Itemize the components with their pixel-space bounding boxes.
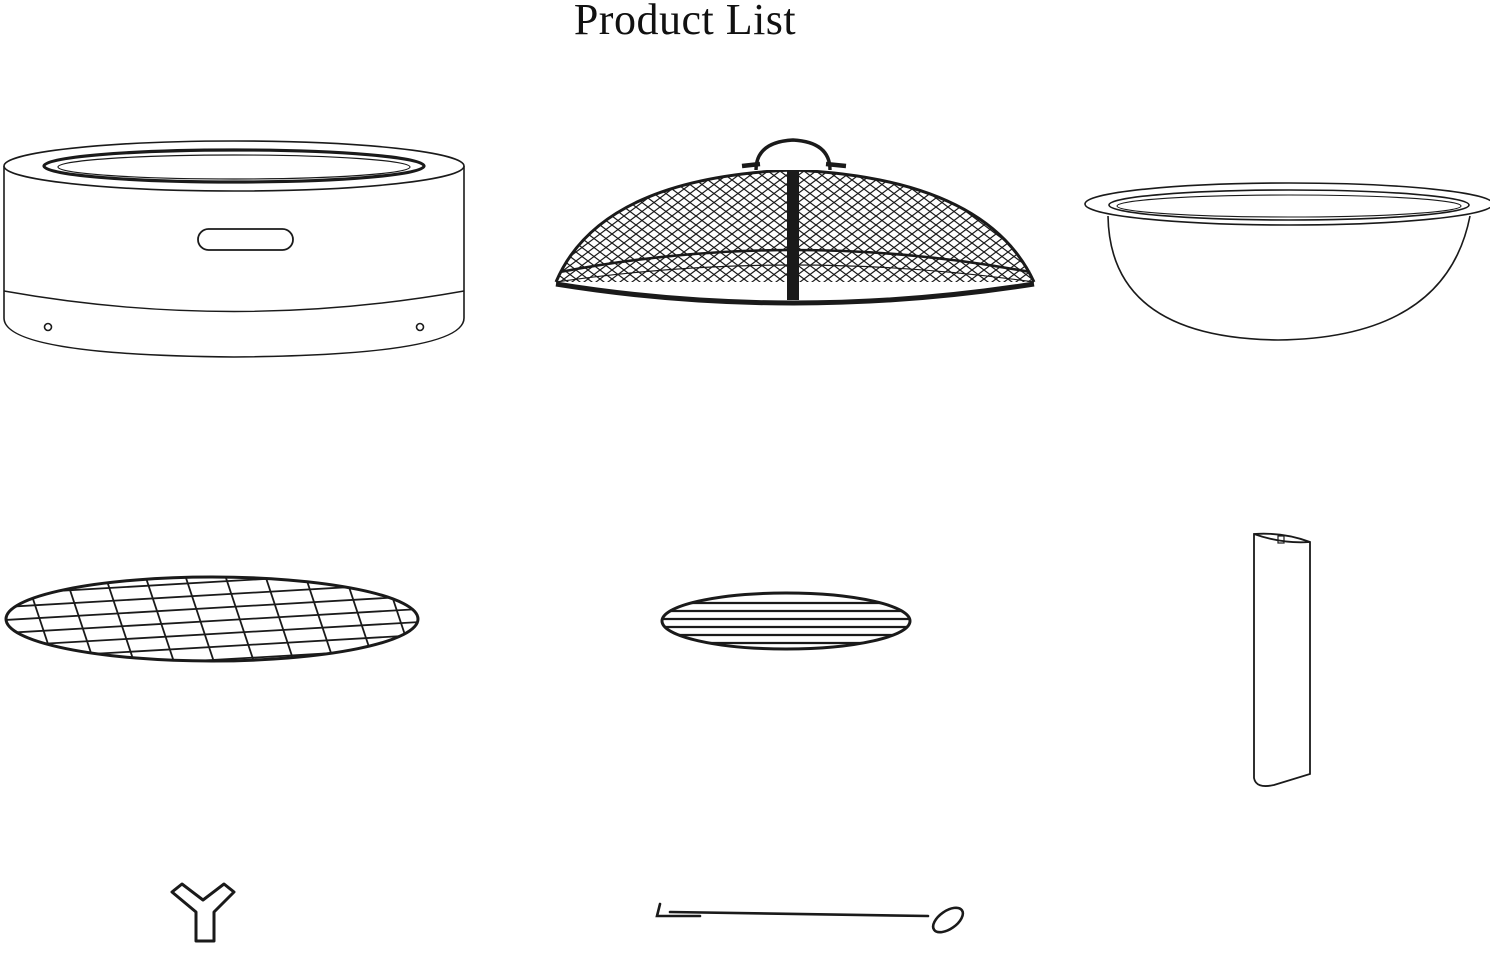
small-log-grate	[660, 591, 912, 651]
mesh-spark-screen	[554, 138, 1036, 306]
wing-nut	[170, 882, 236, 943]
poker-tool	[655, 902, 965, 934]
page-title: Product List	[573, 0, 797, 44]
fire-bowl-ring-body	[3, 140, 465, 358]
fire-bowl	[1084, 182, 1490, 341]
large-cooking-grate	[4, 575, 420, 663]
leg-tube	[1253, 532, 1311, 787]
